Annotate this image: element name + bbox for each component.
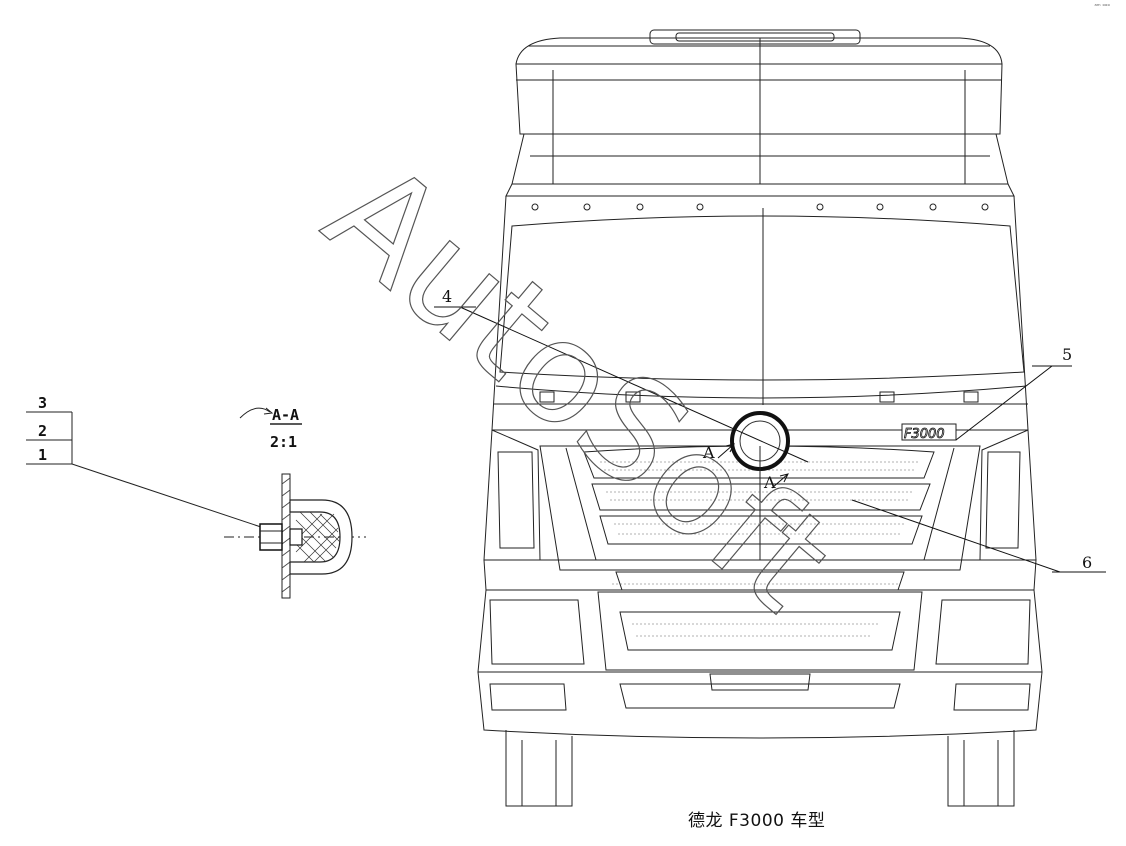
callout-6: 6 [1082,553,1092,572]
corner-mark: ᵃᵐ ᵒᵒᵒ [1094,3,1110,10]
section-detail [224,407,366,599]
truck-front-view [477,29,1043,807]
watermark: AutoSoft [296,131,861,642]
f3000-badge: F3000 [904,427,945,442]
model-caption: 德龙 F3000 车型 [688,811,826,831]
callout-4: 4 [442,287,452,306]
section-title: A-A [272,406,299,424]
leader-lines [434,306,1106,573]
callout-5: 5 [1062,345,1072,364]
section-arrow-label-a1: A [702,443,715,462]
section-arrow-label-a2: A [763,473,776,492]
callout-1: 1 [38,446,47,464]
section-scale: 2:1 [270,433,297,451]
parts-table [26,411,271,531]
callout-3: 3 [38,394,47,412]
callout-2: 2 [38,422,47,440]
